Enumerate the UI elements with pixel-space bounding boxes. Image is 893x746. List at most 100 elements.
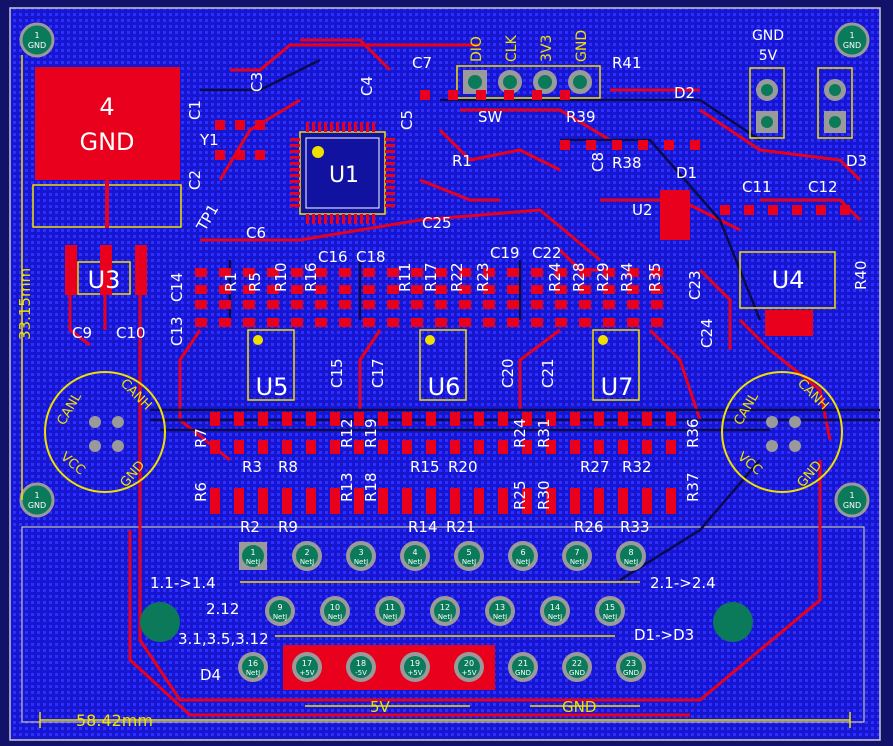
svg-text:NetJ: NetJ [462, 558, 476, 566]
connector-pin-18[interactable]: 18-5V [346, 652, 376, 682]
svg-text:+5V: +5V [461, 669, 476, 677]
big-pad-label: GND [79, 128, 134, 156]
svg-text:1: 1 [849, 491, 854, 500]
u1-pins [290, 122, 395, 224]
u2-regulator[interactable] [660, 190, 690, 240]
header-label-dio: DIO [469, 36, 485, 62]
svg-text:R2: R2 [240, 518, 260, 536]
svg-text:C16: C16 [318, 248, 348, 266]
db23-connector-pins: 1NetJ2NetJ3NetJ4NetJ5NetJ6NetJ7NetJ8NetJ… [238, 541, 646, 682]
svg-text:C5: C5 [398, 110, 416, 130]
svg-text:1.1->1.4: 1.1->1.4 [150, 574, 216, 592]
svg-text:C9: C9 [72, 324, 92, 342]
big-gnd-pad[interactable]: 4 GND [35, 67, 180, 180]
header-label-clk: CLK [504, 34, 520, 62]
svg-text:+5V: +5V [299, 669, 314, 677]
svg-text:C10: C10 [116, 324, 146, 342]
mount-hole-top-right[interactable]: 1 GND [834, 22, 870, 58]
svg-text:C21: C21 [539, 358, 557, 388]
u1-label: U1 [329, 163, 359, 188]
svg-text:33.15mm: 33.15mm [16, 268, 34, 340]
u3-transceiver[interactable]: U3 [65, 245, 147, 295]
svg-text:NetJ: NetJ [273, 613, 287, 621]
svg-text:C19: C19 [490, 244, 520, 262]
svg-text:NetJ: NetJ [438, 613, 452, 621]
connector-pin-19[interactable]: 19+5V [400, 652, 430, 682]
connector-pin-17[interactable]: 17+5V [292, 652, 322, 682]
svg-text:GND: GND [569, 669, 585, 677]
svg-text:R13: R13 [338, 472, 356, 502]
svg-text:R6: R6 [192, 482, 210, 502]
svg-text:GND: GND [515, 669, 531, 677]
svg-text:R14: R14 [408, 518, 438, 536]
u4-regulator[interactable]: U4 [739, 251, 836, 336]
svg-text:R16: R16 [302, 262, 320, 292]
svg-text:NetJ: NetJ [300, 558, 314, 566]
svg-text:R40: R40 [852, 260, 870, 290]
svg-text:NetJ: NetJ [246, 669, 260, 677]
svg-text:23: 23 [626, 659, 636, 668]
mount-hole-mid-left[interactable]: 1 GND [19, 482, 55, 518]
gnd-annotation: GND [562, 698, 596, 716]
svg-text:R29: R29 [594, 262, 612, 292]
connector-pin-20[interactable]: 20+5V [454, 652, 484, 682]
annotation-brackets [240, 581, 640, 707]
svg-text:C24: C24 [698, 318, 716, 348]
header-label-gnd: GND [574, 30, 590, 62]
svg-text:C8: C8 [589, 152, 607, 172]
svg-text:R39: R39 [566, 108, 596, 126]
u5-chip[interactable]: U5 [247, 329, 295, 401]
svg-text:R37: R37 [684, 472, 702, 502]
dimension-width: 58.42mm [39, 711, 851, 730]
svg-text:R33: R33 [620, 518, 650, 536]
u3-label: U3 [88, 266, 121, 294]
mount-hole-mid-right[interactable]: 1 GND [834, 482, 870, 518]
svg-text:Y1: Y1 [199, 131, 219, 149]
svg-text:14: 14 [550, 603, 560, 612]
svg-text:2: 2 [304, 548, 309, 557]
svg-text:C15: C15 [328, 358, 346, 388]
svg-text:C20: C20 [499, 358, 517, 388]
svg-text:R26: R26 [574, 518, 604, 536]
svg-text:10: 10 [330, 603, 340, 612]
mount-hole-top-left[interactable]: 1 GND [19, 22, 55, 58]
svg-text:NetJ: NetJ [624, 558, 638, 566]
debug-header: DIO CLK 3V3 GND [456, 30, 601, 99]
svg-text:4: 4 [412, 548, 417, 557]
svg-text:NetJ: NetJ [493, 613, 507, 621]
svg-text:U2: U2 [632, 201, 653, 219]
u1-mcu[interactable]: U1 [299, 131, 386, 215]
svg-text:C23: C23 [686, 270, 704, 300]
svg-text:C22: C22 [532, 244, 562, 262]
svg-text:21: 21 [518, 659, 528, 668]
u7-chip[interactable]: U7 [592, 329, 640, 401]
svg-text:C25: C25 [422, 214, 452, 232]
5v-annotation: 5V [370, 698, 391, 716]
svg-text:R31: R31 [535, 418, 553, 448]
u6-label: U6 [428, 373, 461, 401]
svg-text:1: 1 [849, 31, 854, 40]
svg-text:7: 7 [574, 548, 579, 557]
svg-text:1: 1 [34, 31, 39, 40]
u6-chip[interactable]: U6 [419, 329, 467, 401]
power-header-right: GND 5V [749, 28, 853, 139]
